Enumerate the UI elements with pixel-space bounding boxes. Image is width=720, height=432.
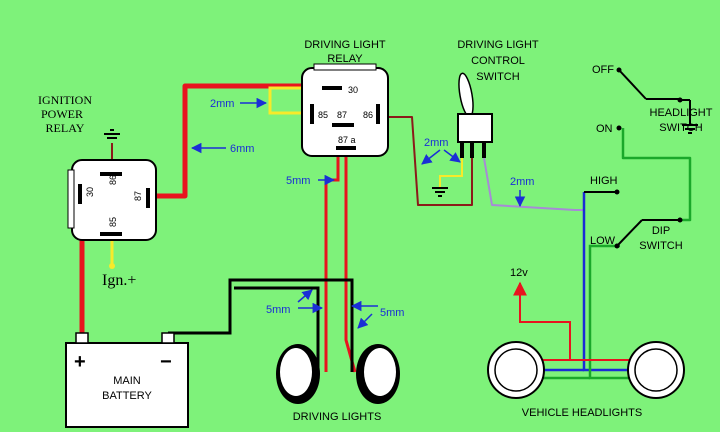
ground-symbol-switch	[432, 187, 448, 197]
wire-size-relay-30: 2mm	[210, 98, 234, 110]
wire-size-lights-left: 5mm	[266, 304, 290, 316]
vehicle-headlight-left	[487, 341, 545, 399]
dark-red-wire-86	[385, 116, 473, 206]
off-label: OFF	[592, 64, 614, 76]
vehicle-headlight-right	[627, 341, 685, 399]
switch-ground-wire	[439, 158, 463, 188]
drl-pin-label-87: 87	[337, 110, 347, 120]
battery-minus-label: −	[160, 351, 172, 373]
driving-light-left	[276, 344, 320, 404]
12v-label: 12v	[510, 267, 528, 279]
arrow-lights-right-2	[357, 313, 373, 329]
ign-pin-label-87: 87	[133, 191, 143, 201]
control-switch-title-1: DRIVING LIGHT	[457, 39, 539, 51]
yellow-wire-relay-85	[268, 86, 312, 115]
wire-size-lights-right: 5mm	[380, 307, 404, 319]
ignition-relay-title-2: POWER	[41, 107, 83, 121]
ignition-relay-tab	[67, 169, 75, 229]
drl-pin-label-30: 30	[348, 85, 358, 95]
control-switch	[457, 72, 493, 158]
arrow-lights-left-2	[297, 289, 313, 303]
relay-pin-87	[332, 123, 354, 127]
high-label: HIGH	[590, 175, 618, 187]
black-wire-ground	[168, 278, 354, 372]
drl-pin-label-85: 85	[318, 110, 328, 120]
relay-pin-30	[322, 86, 342, 90]
green-wire-low	[588, 244, 640, 380]
dip-switch-title-1: DIP	[652, 225, 670, 237]
driving-lights-title: DRIVING LIGHTS	[293, 411, 382, 423]
ign-relay-pin-87	[146, 188, 150, 208]
relay-pin-86	[376, 104, 380, 124]
ignition-relay-title-1: IGNITION	[38, 93, 92, 107]
ign-terminal	[109, 263, 115, 269]
control-switch-title-2: CONTROL	[471, 55, 525, 67]
ign-pin-label-86: 86	[108, 175, 118, 185]
control-switch-title-3: SWITCH	[476, 71, 519, 83]
wire-size-headlight-feed: 2mm	[510, 176, 534, 188]
ignition-relay-title-3: RELAY	[46, 121, 85, 135]
ground-symbol-ignition	[104, 129, 120, 139]
relay-pin-85	[310, 104, 314, 124]
dip-switch-symbol	[584, 189, 683, 249]
relay-tab	[313, 63, 377, 71]
arrow-switch-right	[443, 149, 461, 163]
driving-light-right	[356, 344, 400, 404]
headlight-switch-title-2: SWITCH	[659, 122, 702, 134]
battery-label-line2: BATTERY	[102, 390, 152, 402]
relay-pin-87a	[336, 146, 356, 150]
headlight-switch-symbol	[616, 67, 698, 134]
drl-relay-title-1: DRIVING LIGHT	[304, 39, 386, 51]
ign-relay-pin-30	[78, 184, 82, 204]
wire-size-relay-87: 5mm	[286, 175, 310, 187]
on-label: ON	[596, 123, 613, 135]
drl-pin-label-86: 86	[363, 110, 373, 120]
ign-pin-label-30: 30	[85, 187, 95, 197]
ign-pin-label-85: 85	[108, 217, 118, 227]
vehicle-headlights-title: VEHICLE HEADLIGHTS	[522, 407, 642, 419]
red-wire-12v	[519, 292, 640, 361]
arrow-switch-left	[421, 149, 441, 165]
drl-pin-label-87a: 87 a	[338, 135, 356, 145]
red-wire-driving-lights-2	[324, 150, 340, 372]
main-battery	[65, 332, 189, 428]
battery-label-line1: MAIN	[113, 375, 141, 387]
black-wire-ground-2	[234, 286, 320, 372]
blue-wire-high	[582, 192, 640, 372]
ign-relay-pin-86	[100, 172, 122, 176]
ign-relay-pin-85	[100, 232, 122, 236]
ign-plus-label: Ign.+	[102, 272, 136, 289]
drl-relay-title-2: RELAY	[327, 53, 363, 65]
green-wire-switch	[621, 128, 692, 222]
battery-plus-label: +	[74, 351, 86, 373]
low-label: LOW	[590, 235, 616, 247]
headlight-switch-title-1: HEADLIGHT	[650, 107, 713, 119]
dip-switch-title-2: SWITCH	[639, 240, 682, 252]
purple-wire-high	[483, 157, 584, 211]
wire-size-switch: 2mm	[424, 137, 448, 149]
wire-size-main-feed: 6mm	[230, 143, 254, 155]
